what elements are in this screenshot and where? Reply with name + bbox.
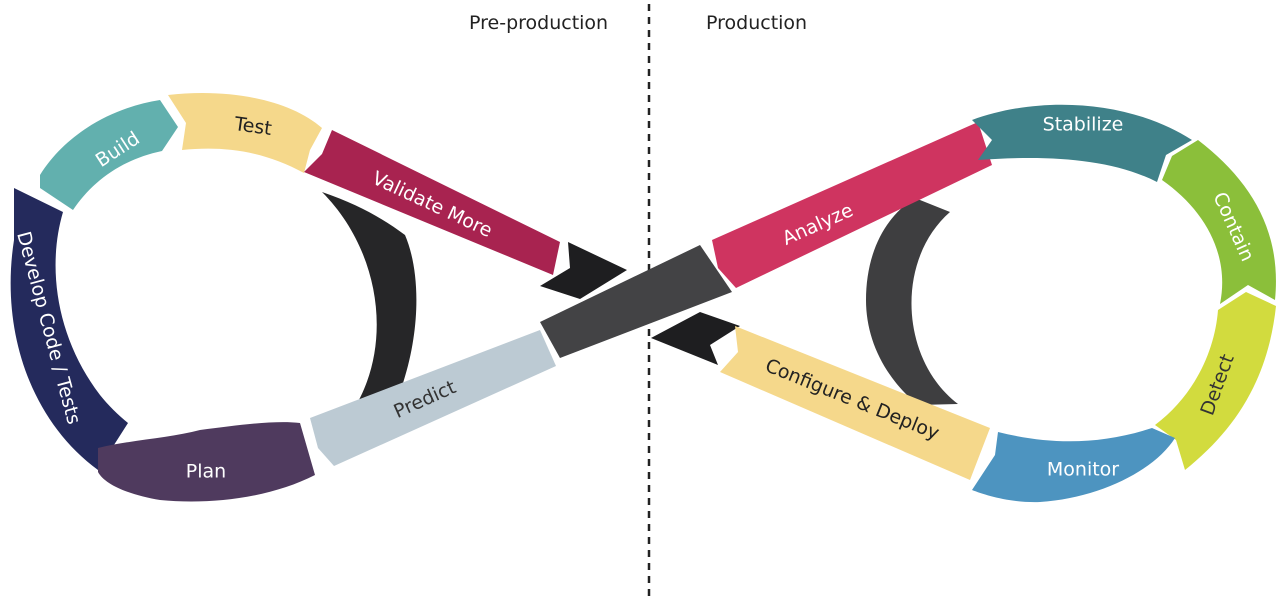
crossing-center — [540, 245, 732, 358]
analyze-segment[interactable] — [712, 122, 992, 288]
develop-code-segment[interactable] — [10, 188, 128, 470]
stabilize-label: Stabilize — [1043, 114, 1124, 136]
test-segment[interactable] — [168, 93, 322, 173]
plan-label: Plan — [186, 461, 226, 483]
monitor-segment[interactable] — [972, 428, 1175, 503]
phase-label-pre-production: Pre-production — [469, 12, 609, 34]
predict-segment[interactable] — [310, 330, 556, 466]
validate-more-segment[interactable] — [304, 130, 560, 275]
monitor-label: Monitor — [1047, 459, 1119, 481]
contain-segment[interactable] — [1162, 140, 1276, 304]
phase-label-production: Production — [706, 12, 808, 34]
right-inner-band — [866, 198, 958, 405]
configure-deploy-segment[interactable] — [720, 326, 990, 480]
plan-segment[interactable] — [98, 422, 315, 502]
crossing-dark-upper — [540, 242, 627, 299]
left-inner-band — [322, 192, 417, 412]
build-segment[interactable] — [40, 100, 178, 210]
crossing-dark-lower — [651, 312, 740, 365]
stabilize-segment[interactable] — [972, 104, 1192, 182]
detect-segment[interactable] — [1155, 292, 1276, 470]
test-label: Test — [232, 113, 273, 140]
